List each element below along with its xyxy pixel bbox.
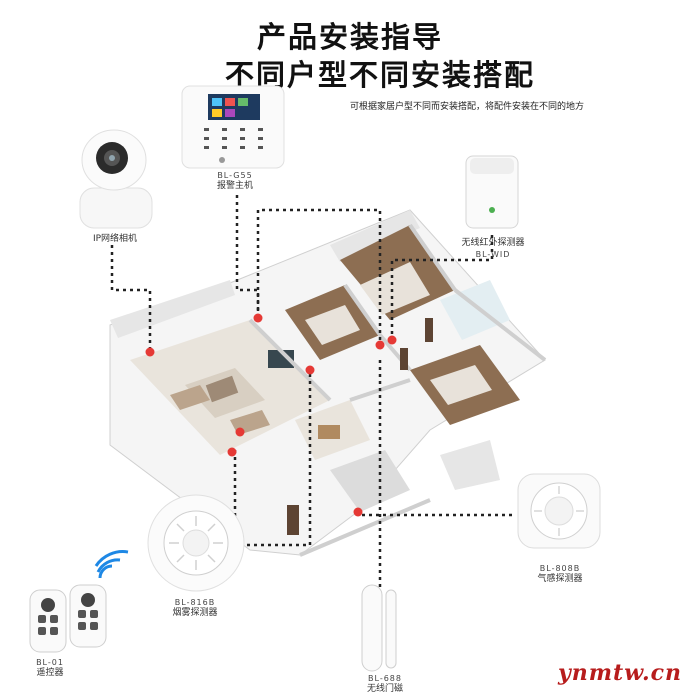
dining-table bbox=[318, 425, 340, 439]
pir-name: 无线红外探测器 bbox=[461, 238, 525, 248]
coffee-table bbox=[205, 375, 239, 403]
marker-living-2 bbox=[227, 447, 237, 457]
camera-label: IP网络相机 bbox=[70, 234, 160, 245]
door-label: BL-688 无线门磁 bbox=[345, 673, 425, 695]
door-sensor-image bbox=[361, 584, 397, 672]
balcony-floor bbox=[440, 440, 500, 490]
install-description: 可根据家居户型不同而安装搭配，将配件安装在不同的地方 bbox=[350, 102, 585, 112]
pir-label: 无线红外探测器 BL-WID bbox=[448, 238, 538, 260]
smoke-detector-image bbox=[147, 494, 245, 592]
page-title: 产品安装指导 bbox=[256, 20, 443, 54]
remote-model: BL-01 bbox=[36, 658, 64, 667]
remote-control-image bbox=[29, 550, 129, 653]
gas-name: 气感探测器 bbox=[537, 574, 583, 584]
gas-label: BL-808B 气感探测器 bbox=[515, 563, 605, 585]
door-name: 无线门磁 bbox=[366, 684, 403, 694]
marker-bedroom bbox=[375, 340, 385, 350]
smoke-model: BL-816B bbox=[174, 598, 216, 607]
gas-model: BL-808B bbox=[539, 564, 581, 573]
bathroom-floor bbox=[440, 280, 510, 340]
bedroom-door bbox=[425, 318, 433, 342]
marker-host bbox=[253, 313, 263, 323]
ip-camera-image bbox=[79, 129, 153, 229]
smoke-name: 烟雾探测器 bbox=[172, 608, 218, 618]
tv bbox=[268, 350, 294, 368]
pir-model: BL-WID bbox=[475, 250, 511, 259]
pir-detector-image bbox=[465, 155, 519, 229]
alarm-host-image bbox=[181, 85, 285, 169]
smoke-label: BL-816B 烟雾探测器 bbox=[150, 597, 240, 619]
bedroom3-bed bbox=[430, 365, 492, 405]
remote-name: 遥控器 bbox=[36, 668, 64, 678]
door-model: BL-688 bbox=[368, 674, 402, 683]
entrance-door bbox=[287, 505, 299, 535]
marker-smoke bbox=[305, 365, 315, 375]
bedroom2-bed bbox=[360, 262, 430, 315]
wireless-signal-icon bbox=[94, 550, 129, 579]
camera-name: IP网络相机 bbox=[92, 234, 138, 244]
bedroom1-bed bbox=[305, 305, 360, 345]
bedroom-door-2 bbox=[400, 348, 408, 370]
host-name: 报警主机 bbox=[216, 181, 253, 191]
marker-camera bbox=[145, 347, 155, 357]
remote-label: BL-01 遥控器 bbox=[20, 657, 80, 679]
marker-gas bbox=[353, 507, 363, 517]
sofa bbox=[170, 385, 210, 410]
gas-detector-image bbox=[517, 473, 601, 549]
outer-wall-left bbox=[110, 280, 235, 338]
host-label: BL-G55 报警主机 bbox=[190, 170, 280, 192]
kitchen-floor bbox=[330, 450, 410, 512]
marker-living bbox=[235, 427, 245, 437]
outer-wall-top bbox=[330, 210, 420, 262]
marker-pir bbox=[387, 335, 397, 345]
sensor-markers bbox=[145, 313, 397, 517]
host-model: BL-G55 bbox=[217, 171, 253, 180]
watermark: ynmtw.cn bbox=[558, 660, 682, 686]
